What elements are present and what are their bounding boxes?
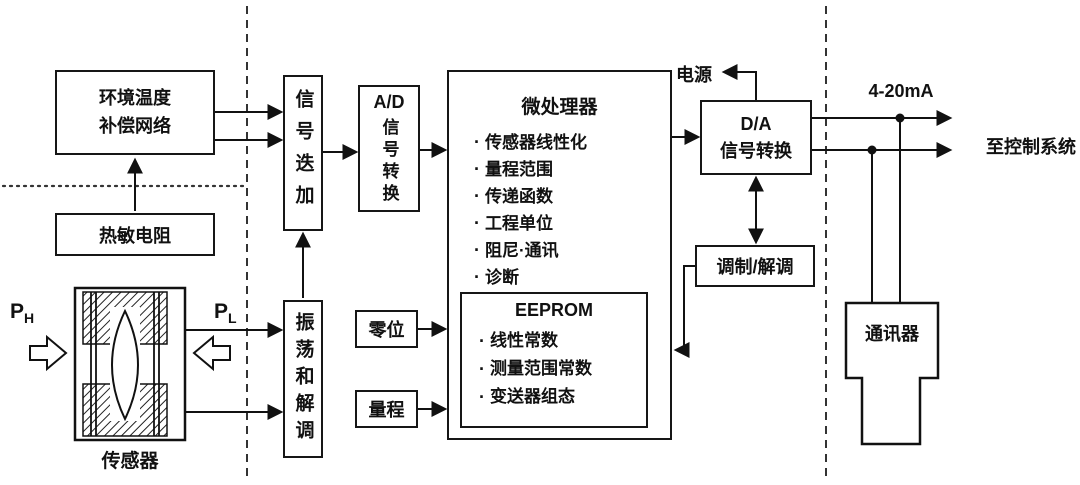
bullet-icon: · bbox=[474, 213, 480, 233]
temp-compensation-box: 环境温度 补偿网络 bbox=[55, 70, 215, 155]
microprocessor-title: 微处理器 bbox=[521, 97, 598, 118]
sensor-label: 传感器 bbox=[101, 451, 159, 472]
ad-converter-label-vertical: 信号转换 bbox=[379, 117, 399, 206]
eeprom-item: · 测量范围常数 bbox=[474, 355, 646, 383]
eeprom-box: EEPROM · 线性常数 · 测量范围常数 · 变送器组态 bbox=[460, 292, 648, 428]
bullet-icon: · bbox=[474, 240, 480, 260]
eeprom-title: EEPROM bbox=[514, 300, 593, 320]
zero-adjust-box: 零位 bbox=[355, 310, 418, 348]
pressure-high-label: PH bbox=[10, 300, 34, 326]
microprocessor-items: · 传感器线性化 · 量程范围 · 传递函数 · 工程单位 · 阻尼·通讯 · 诊断 bbox=[469, 129, 670, 291]
span-adjust-label: 量程 bbox=[368, 400, 405, 420]
da-converter-box: D/A 信号转换 bbox=[700, 100, 812, 175]
temp-compensation-line2: 补偿网络 bbox=[99, 115, 171, 136]
bullet-icon: · bbox=[479, 331, 485, 351]
signal-superposition-label: 信号迭加 bbox=[292, 89, 314, 217]
eeprom-item: · 变送器组态 bbox=[474, 383, 646, 411]
arrow-da-to-power bbox=[721, 64, 757, 100]
eeprom-item-label: 变送器组态 bbox=[490, 387, 575, 406]
pressure-high-symbol: P bbox=[10, 300, 25, 323]
current-range-label: 4-20mA bbox=[868, 81, 934, 101]
span-adjust-box: 量程 bbox=[355, 390, 418, 428]
da-converter-line2: 信号转换 bbox=[720, 140, 792, 161]
bullet-icon: · bbox=[479, 359, 485, 379]
modulation-demodulation-box: 调制/解调 bbox=[695, 245, 815, 287]
oscillation-demodulation-label: 振荡和解调 bbox=[292, 311, 314, 447]
temp-compensation-line1: 环境温度 bbox=[99, 87, 171, 108]
communicator-outline bbox=[844, 301, 940, 446]
modulation-demodulation-label: 调制/解调 bbox=[716, 257, 794, 277]
pressure-arrows bbox=[29, 334, 231, 372]
zero-adjust-label: 零位 bbox=[368, 320, 405, 340]
microprocessor-item-label: 阻尼·通讯 bbox=[485, 241, 559, 260]
microprocessor-item-label: 传感器线性化 bbox=[485, 133, 587, 152]
pressure-low-symbol: P bbox=[214, 300, 229, 323]
loop-wires bbox=[871, 118, 901, 303]
arrow-mod-to-eeprom bbox=[673, 265, 695, 358]
connector-arrows bbox=[127, 64, 953, 420]
eeprom-items: · 线性常数 · 测量范围常数 · 变送器组态 bbox=[474, 327, 646, 411]
microprocessor-item-label: 工程单位 bbox=[485, 214, 553, 233]
signal-superposition-box: 信号迭加 bbox=[283, 75, 323, 231]
microprocessor-item: · 工程单位 bbox=[469, 210, 670, 237]
pressure-low-subscript: L bbox=[228, 310, 237, 327]
bullet-icon: · bbox=[474, 267, 480, 287]
pressure-high-subscript: H bbox=[24, 310, 35, 327]
microprocessor-item-label: 传递函数 bbox=[485, 187, 553, 206]
da-converter-line1: D/A bbox=[740, 113, 772, 134]
microprocessor-item: · 量程范围 bbox=[469, 156, 670, 183]
communicator-label: 通讯器 bbox=[865, 324, 919, 344]
thermistor-label: 热敏电阻 bbox=[99, 225, 171, 246]
eeprom-item: · 线性常数 bbox=[474, 327, 646, 355]
junction-dot-bottom bbox=[867, 145, 877, 155]
microprocessor-item-label: 量程范围 bbox=[485, 160, 553, 179]
section-separators bbox=[1, 6, 827, 480]
eeprom-item-label: 测量范围常数 bbox=[490, 359, 592, 378]
bullet-icon: · bbox=[474, 132, 480, 152]
oscillation-demodulation-box: 振荡和解调 bbox=[283, 300, 323, 458]
microprocessor-item: · 诊断 bbox=[469, 264, 670, 291]
eeprom-item-label: 线性常数 bbox=[490, 331, 558, 350]
microprocessor-item: · 传感器线性化 bbox=[469, 129, 670, 156]
to-control-system-label: 至控制系统 bbox=[986, 137, 1076, 157]
sensor-diaphragm-lens bbox=[111, 308, 139, 422]
pressure-arrow-high bbox=[29, 334, 68, 372]
bullet-icon: · bbox=[479, 387, 485, 407]
pressure-arrow-low bbox=[192, 334, 231, 372]
bullet-icon: · bbox=[474, 159, 480, 179]
power-label: 电源 bbox=[676, 65, 712, 85]
communicator-shape bbox=[844, 301, 940, 446]
microprocessor-item: · 阻尼·通讯 bbox=[469, 237, 670, 264]
pressure-low-label: PL bbox=[214, 300, 237, 326]
sensor-graphic bbox=[73, 286, 187, 442]
junction-dots bbox=[867, 113, 905, 155]
microprocessor-item: · 传递函数 bbox=[469, 183, 670, 210]
microprocessor-item-label: 诊断 bbox=[485, 268, 519, 287]
ad-converter-box: A/D 信号转换 bbox=[358, 85, 420, 212]
junction-dot-top bbox=[895, 113, 905, 123]
ad-converter-label-top: A/D bbox=[373, 91, 405, 112]
thermistor-box: 热敏电阻 bbox=[55, 213, 215, 256]
bullet-icon: · bbox=[474, 186, 480, 206]
